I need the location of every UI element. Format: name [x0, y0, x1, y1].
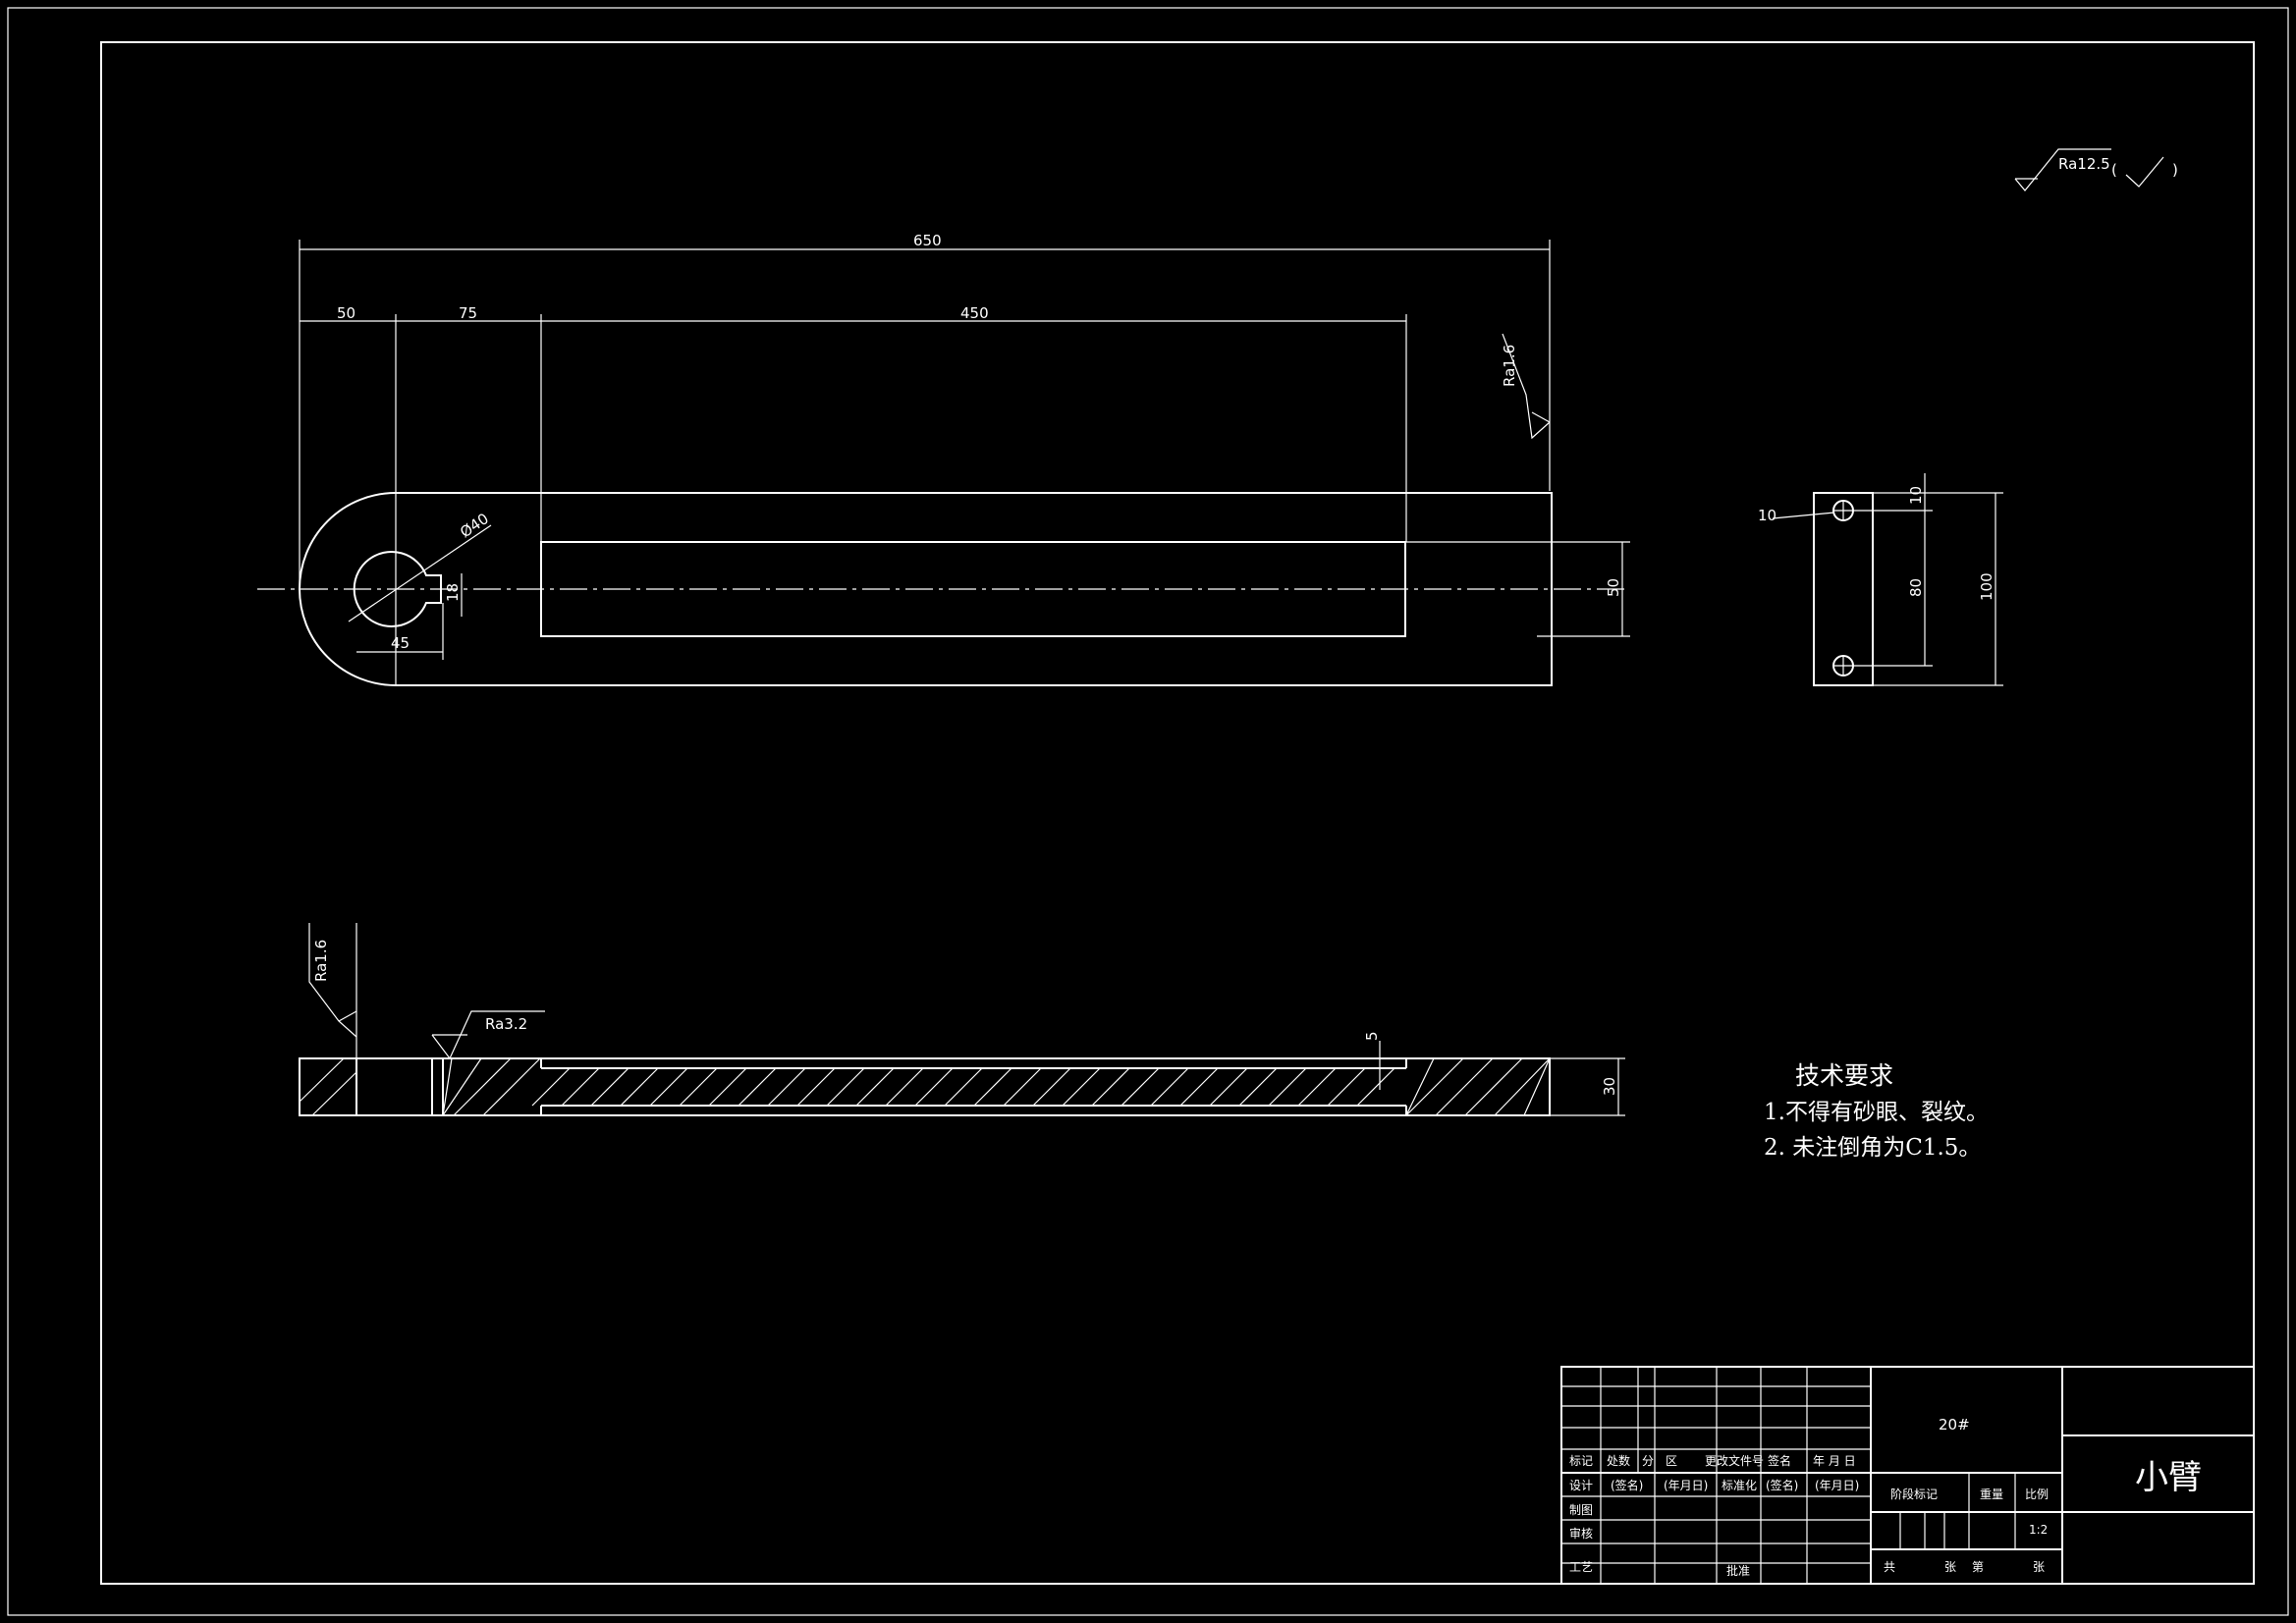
tb-page: 第 — [1972, 1560, 1984, 1574]
tb-weight: 重量 — [1980, 1488, 2003, 1501]
roughness-left-face-label: Ra1.6 — [312, 940, 330, 982]
dim-side-height: 100 — [1978, 572, 1995, 601]
roughness-right-end: Ra1.6 — [1501, 333, 1551, 440]
section-hatching — [442, 1057, 1551, 1116]
roughness-paren-close: ) — [2172, 161, 2178, 179]
tb-material: 20# — [1939, 1416, 1970, 1434]
dim-side-hole: 10 — [1758, 507, 1777, 524]
tb-standardize: 标准化 — [1722, 1479, 1757, 1492]
tb-zone: 分 区 — [1642, 1454, 1677, 1468]
dim-side-pitch: 80 — [1907, 578, 1925, 597]
section-outline — [299, 1057, 1551, 1116]
roughness-left-face: Ra1.6 — [308, 923, 357, 1058]
front-outline — [299, 492, 1553, 686]
tb-part-name: 小臂 — [2135, 1458, 2202, 1497]
dim-thickness: 30 — [1601, 1077, 1618, 1096]
tb-date-paren: (年月日) — [1664, 1479, 1708, 1492]
dim-overall-length: 650 — [913, 232, 942, 249]
inner-frame — [100, 41, 2255, 1585]
dim-side-top: 10 — [1907, 486, 1925, 505]
dim-slot-width: 50 — [1605, 578, 1622, 597]
dim-left-offset: 50 — [337, 304, 355, 322]
tb-sign-paren: (签名) — [1611, 1478, 1643, 1492]
tb-sheet: 张 — [2033, 1560, 2045, 1574]
outer-frame — [7, 7, 2289, 1616]
tb-review: 审核 — [1569, 1526, 1593, 1541]
roughness-paren-open: ( — [2111, 161, 2117, 179]
dim-slot-start: 75 — [459, 304, 477, 322]
dim-slot-length: 450 — [960, 304, 989, 322]
roughness-section-face-label: Ra3.2 — [485, 1015, 527, 1033]
tb-total: 共 — [1884, 1560, 1895, 1574]
section-view: 5 30 Ra1.6 Ra3.2 — [299, 923, 1625, 1116]
front-view: 650 50 75 450 Ø40 18 45 50 Ra1.6 — [257, 232, 1630, 686]
tb-design: 设计 — [1569, 1479, 1593, 1492]
tb-sign: 签名 — [1768, 1453, 1791, 1468]
tb-scale-label: 比例 — [2025, 1488, 2049, 1501]
roughness-general-label: Ra12.5 — [2058, 155, 2110, 173]
roughness-section-face: Ra3.2 — [431, 1010, 545, 1060]
side-view: 10 10 80 100 — [1758, 473, 2003, 686]
technical-requirements: 技术要求 1.不得有砂眼、裂纹。 2. 未注倒角为C1.5。 — [1764, 1061, 1989, 1161]
title-block: 标记 处数 分 区 更改文件号 签名 年 月 日 设计 (签名) (年月日) 标… — [1560, 1366, 2255, 1585]
tech-req-item-2: 2. 未注倒角为C1.5。 — [1764, 1135, 1981, 1161]
tb-sheets: 张 — [1944, 1560, 1956, 1574]
tb-approve: 批准 — [1726, 1563, 1750, 1578]
tb-sign-paren-2: (签名) — [1766, 1478, 1798, 1492]
side-outline — [1813, 492, 1874, 686]
tb-scale: 1:2 — [2029, 1523, 2048, 1537]
dim-slot-depth: 5 — [1363, 1031, 1381, 1041]
tb-drawing: 制图 — [1569, 1503, 1593, 1517]
tb-date: 年 月 日 — [1813, 1454, 1856, 1468]
tb-process: 工艺 — [1569, 1560, 1593, 1574]
tech-req-title: 技术要求 — [1795, 1061, 1893, 1090]
front-bore — [353, 551, 442, 627]
tb-change-doc: 更改文件号 — [1705, 1453, 1764, 1468]
roughness-right-end-label: Ra1.6 — [1501, 345, 1518, 387]
tech-req-item-1: 1.不得有砂眼、裂纹。 — [1764, 1100, 1989, 1125]
tb-date-paren-2: (年月日) — [1815, 1479, 1859, 1492]
tb-mark: 标记 — [1569, 1454, 1593, 1468]
tb-stage-mark: 阶段标记 — [1890, 1487, 1938, 1501]
general-roughness-symbol: Ra12.5 ( ) — [2014, 148, 2178, 191]
dim-key-width: 18 — [444, 583, 462, 602]
dim-bore-to-key: 45 — [391, 634, 410, 652]
tb-count: 处数 — [1607, 1453, 1630, 1468]
